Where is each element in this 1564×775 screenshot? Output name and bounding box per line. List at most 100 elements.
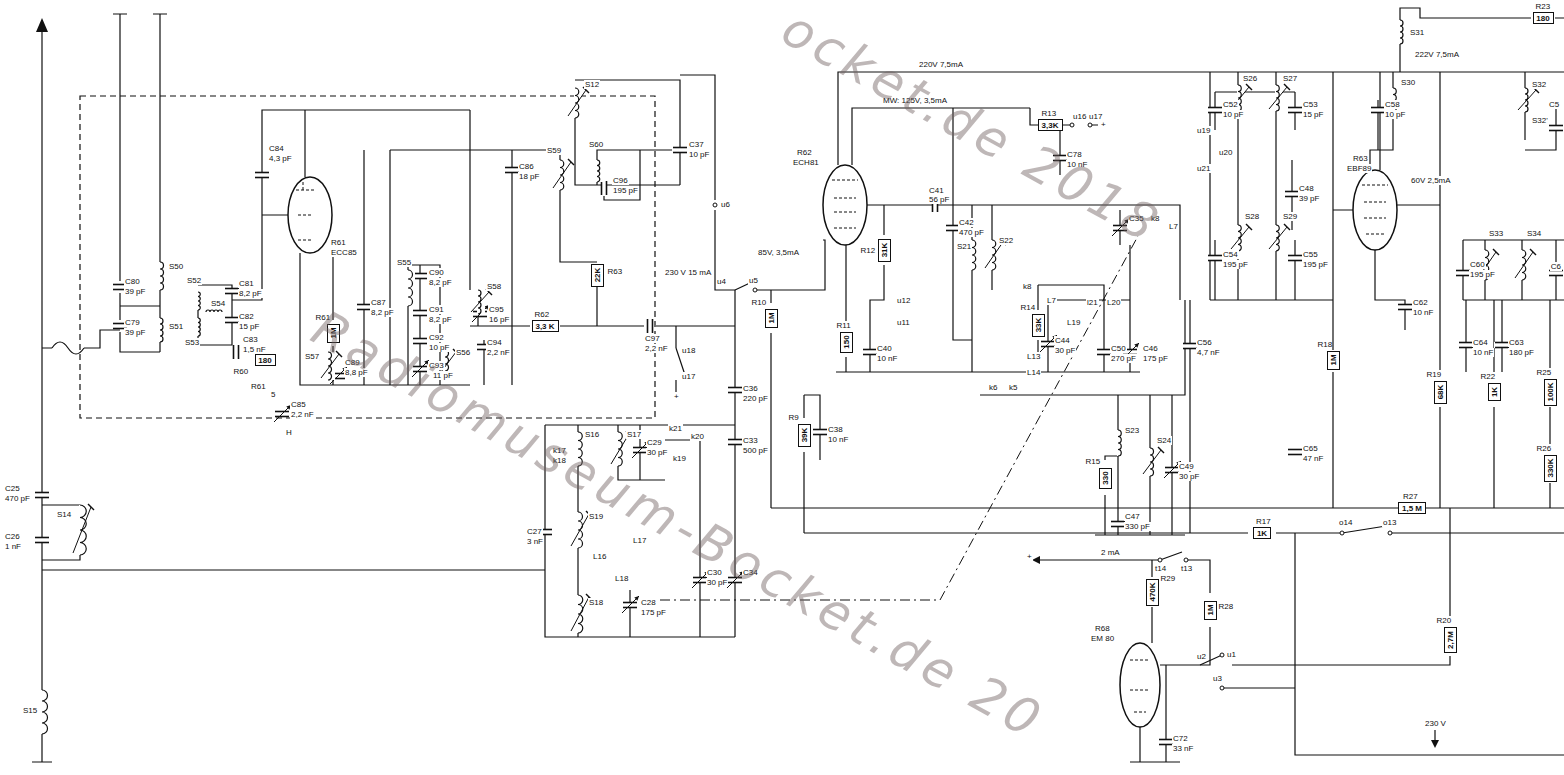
capacitor-plate — [1041, 341, 1055, 343]
coil-gap — [159, 262, 167, 290]
capacitor-plate — [673, 152, 687, 154]
component-label: u19 — [1196, 126, 1211, 135]
component-label: S31 — [1409, 28, 1425, 37]
component-label: S50 — [168, 262, 184, 271]
component-label: C52 — [1222, 100, 1239, 109]
component-label: S34 — [1526, 229, 1542, 238]
coil-symbol — [41, 690, 49, 734]
contact-dot — [1158, 558, 1162, 562]
tube-envelope — [823, 165, 867, 245]
capacitor-gap — [727, 387, 743, 393]
resistor-symbol: 22KR63 — [591, 264, 604, 287]
capacitor-plate — [1208, 107, 1222, 109]
capacitor-gap — [601, 180, 607, 196]
coil-symbol — [553, 159, 574, 190]
component-label: o13 — [1382, 518, 1397, 527]
component-label: C83 — [242, 335, 259, 344]
coil-gap — [1275, 85, 1283, 111]
trimmer-arrow — [622, 596, 639, 613]
component-label: 2,2 nF — [290, 410, 315, 419]
contact-dot — [1070, 123, 1074, 127]
capacitor-symbol — [727, 439, 743, 445]
coil-symbol — [159, 262, 167, 290]
coil-winding — [1400, 20, 1403, 44]
component-label: 33 nF — [1172, 744, 1194, 753]
core-slug — [73, 507, 91, 553]
capacitor-plate — [1549, 275, 1563, 277]
component-label: C33 — [742, 436, 759, 445]
resistor-designator: R19 — [1427, 370, 1442, 379]
resistor-designator: R11 — [837, 321, 851, 330]
capacitor-plate — [673, 147, 687, 149]
capacitor-plate — [1041, 346, 1055, 348]
capacitor-plate — [728, 387, 742, 389]
capacitor-plate — [505, 167, 519, 169]
component-label: C27 — [526, 527, 543, 536]
capacitor-plate — [1097, 354, 1111, 356]
component-label: S29 — [1282, 212, 1298, 221]
component-label: 222V 7,5mA — [1414, 50, 1460, 59]
component-label: u6 — [720, 200, 731, 209]
resistor-value: 31K — [880, 243, 889, 258]
resistor-symbol: 1MR10 — [765, 309, 778, 328]
capacitor-plate — [813, 429, 827, 431]
capacitor-plate — [601, 181, 603, 195]
resistor-symbol: 31KR12 — [878, 239, 891, 262]
capacitor-symbol — [601, 180, 607, 196]
contact-dot — [1184, 558, 1188, 562]
resistor-symbol: 1KR17 — [1253, 527, 1271, 539]
component-label: R63 — [1352, 154, 1369, 163]
coil-symbol — [1399, 20, 1407, 44]
component-label: 30 pF — [1178, 472, 1200, 481]
component-label: u18 — [681, 346, 696, 355]
resistor-designator: R17 — [1256, 517, 1271, 526]
resistor-value: 33K — [1034, 318, 1043, 333]
watermark: Radiomuseum-Bocket.de 20 — [303, 300, 1053, 750]
capacitor-plate — [1288, 260, 1302, 262]
component-label: k6 — [988, 383, 998, 392]
component-label: C42 — [958, 218, 975, 227]
resistor-value: 2,7M — [1446, 631, 1455, 649]
component-label: 1,5 nF — [242, 345, 267, 354]
component-label: u3 — [1212, 674, 1223, 683]
resistor-symbol: 150R11 — [840, 332, 853, 353]
component-label: C91 — [428, 305, 445, 314]
resistor-designator: R29 — [1161, 574, 1176, 583]
core-slug — [985, 242, 1003, 268]
component-label: k8 — [1022, 282, 1032, 291]
capacitor-gap — [1548, 125, 1564, 131]
component-label: S52 — [186, 276, 202, 285]
capacitor-plate — [623, 607, 637, 609]
component-label: C5 — [1548, 100, 1560, 109]
component-label: L16 — [592, 552, 607, 561]
resistor-designator: R9 — [789, 413, 799, 422]
capacitor-plate — [255, 172, 269, 174]
capacitor-plate — [255, 177, 269, 179]
component-label: 10 pF — [428, 343, 450, 352]
component-label: + — [1026, 552, 1033, 561]
capacitor-plate — [606, 181, 608, 195]
component-label: R68 — [1094, 624, 1111, 633]
component-label: 470 pF — [4, 494, 31, 503]
capacitor-gap — [1397, 304, 1413, 310]
capacitor-plate — [357, 304, 371, 306]
component-label: C79 — [124, 318, 141, 327]
core-slug — [1269, 87, 1287, 109]
component-label: R61 — [250, 382, 267, 391]
component-label: 8,2 pF — [238, 289, 263, 298]
resistor-designator: R62 — [535, 310, 550, 319]
component-label: L7 — [1046, 296, 1057, 305]
capacitor-plate — [1285, 196, 1299, 198]
component-label: u2 — [1196, 652, 1207, 661]
component-label: S58 — [486, 282, 502, 291]
component-label: 16 pF — [488, 315, 510, 324]
component-label: C65 — [1302, 444, 1319, 453]
component-label: 30 pF — [646, 448, 668, 457]
component-label: L19 — [1066, 318, 1081, 327]
capacitor-plate — [1208, 255, 1222, 257]
capacitor-gap — [812, 429, 828, 435]
component-label: C44 — [1054, 336, 1071, 345]
coil-symbol — [1515, 249, 1536, 280]
arrow-head — [1134, 343, 1139, 348]
